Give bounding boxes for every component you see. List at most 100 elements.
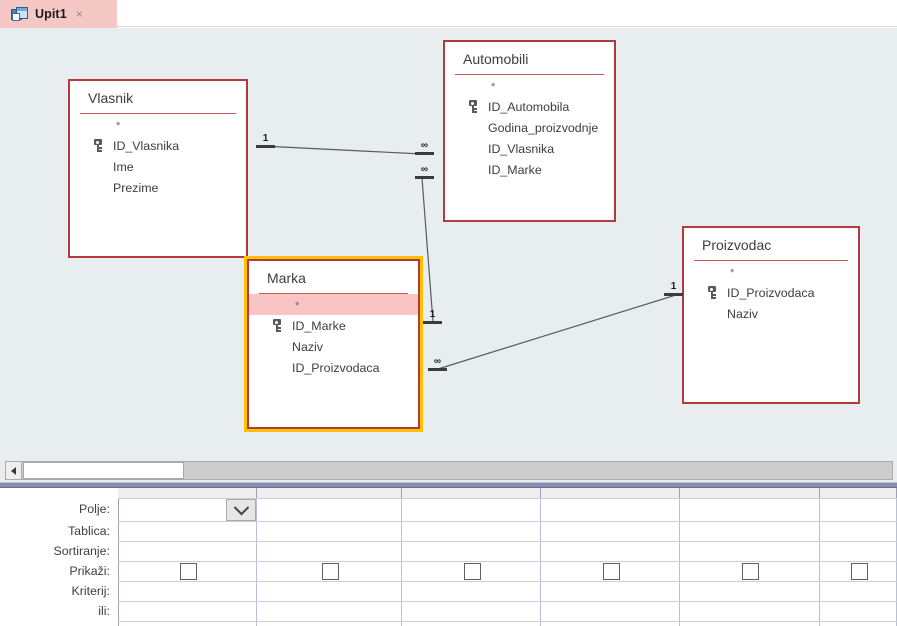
table-field-label: Prezime [113,180,159,195]
table-field-row[interactable]: ID_Vlasnika [445,138,614,159]
qbe-show-checkbox[interactable] [742,563,759,580]
qbe-row-label-polje: Polje: [79,502,110,516]
table-field-row[interactable]: Prezime [70,177,246,198]
cardinality-bar [428,368,447,371]
cardinality-label: 1 [429,309,436,320]
scrollbar-thumb[interactable] [23,462,184,479]
qbe-column-header[interactable] [680,488,820,498]
cardinality-label: ∞ [433,356,442,367]
qbe-column[interactable] [118,498,257,626]
qbe-row-divider [118,601,897,602]
table-field-label: ID_Automobila [488,99,570,114]
qbe-show-checkbox[interactable] [850,563,868,580]
primary-key-icon [463,100,483,113]
cardinality-marker: ∞ [428,357,447,371]
qbe-column-header[interactable] [402,488,541,498]
cardinality-bar [415,176,434,179]
cardinality-label: ∞ [420,140,429,151]
arrow-left-icon[interactable] [6,462,22,479]
table-field-star[interactable]: * [684,261,858,282]
table-title: Vlasnik [88,90,134,106]
canvas-scroll-area [0,458,897,484]
table-field-row[interactable]: ID_Proizvodaca [249,357,418,378]
query-design-icon [11,6,28,22]
tab-upit1[interactable]: Upit1 × [0,0,117,28]
table-title: Automobili [463,51,529,67]
table-field-row[interactable]: Ime [70,156,246,177]
table-field-label: ID_Proizvodaca [292,360,380,375]
cardinality-bar [423,321,442,324]
qbe-column[interactable] [680,498,820,626]
tab-bar: Upit1 × [0,0,897,28]
table-field-star[interactable]: * [70,114,246,135]
close-icon[interactable]: × [75,7,83,21]
table-field-row[interactable]: ID_Marke [445,159,614,180]
qbe-show-checkbox[interactable] [179,563,197,580]
table-field-row[interactable]: Naziv [249,336,418,357]
horizontal-scrollbar[interactable] [5,461,893,480]
qbe-column[interactable] [820,498,897,626]
qbe-column-header[interactable] [118,488,257,498]
cardinality-label: ∞ [420,164,429,175]
asterisk-glyph: * [730,267,735,279]
asterisk-glyph: * [116,120,121,132]
chevron-down-icon [233,499,249,515]
qbe-column[interactable] [541,498,680,626]
table-field-label: ID_Proizvodaca [727,285,815,300]
asterisk-glyph: * [491,81,496,93]
qbe-show-checkbox[interactable] [463,563,481,580]
qbe-row-divider [118,621,897,622]
table-field-star[interactable]: * [445,75,614,96]
cardinality-marker: ∞ [415,141,434,155]
qbe-row-label-kriterij: Kriterij: [71,583,110,598]
qbe-show-checkbox[interactable] [602,563,620,580]
table-field-label: ID_Vlasnika [488,141,555,156]
cardinality-label: 1 [670,281,677,292]
cardinality-marker: 1 [664,282,683,296]
table-field-label: ID_Marke [488,162,542,177]
qbe-column[interactable] [402,498,541,626]
qbe-column[interactable] [257,498,402,626]
relationship-lines [261,145,680,370]
table-title-divider [455,74,604,75]
qbe-row-divider [118,541,897,542]
table-field-row[interactable]: Naziv [684,303,858,324]
primary-key-icon [88,139,108,152]
table-title-divider [694,260,848,261]
table-title-divider [80,113,236,114]
qbe-column-header[interactable] [541,488,680,498]
cardinality-bar [256,145,275,148]
table-field-row[interactable]: ID_Proizvodaca [684,282,858,303]
qbe-show-checkbox[interactable] [321,563,339,580]
table-title-divider [259,293,408,294]
table-field-label: Godina_proizvodnje [488,120,599,135]
table-field-row[interactable]: ID_Automobila [445,96,614,117]
table-field-row[interactable]: ID_Vlasnika [70,135,246,156]
table-title: Marka [267,270,306,286]
table-field-row[interactable]: Godina_proizvodnje [445,117,614,138]
qbe-column-header[interactable] [257,488,402,498]
qbe-column-header[interactable] [820,488,897,498]
qbe-grid[interactable]: Polje:Tablica:Sortiranje:Prikaži:Kriteri… [0,488,897,626]
table-field-row[interactable]: ID_Marke [249,315,418,336]
table-field-star[interactable]: * [249,294,418,315]
pane-splitter[interactable] [0,482,897,488]
cardinality-bar [664,293,683,296]
qbe-row-divider [118,581,897,582]
table-field-label: ID_Vlasnika [113,138,180,153]
table-field-label: Naziv [292,339,323,354]
asterisk-glyph: * [295,300,300,312]
table-field-label: ID_Marke [292,318,346,333]
cardinality-marker: 1 [256,134,275,148]
qbe-row-label-sortiranje: Sortiranje: [53,543,110,558]
primary-key-icon [702,286,722,299]
table-field-label: Naziv [727,306,758,321]
qbe-field-dropdown[interactable] [226,499,256,521]
tab-label: Upit1 [35,7,67,21]
